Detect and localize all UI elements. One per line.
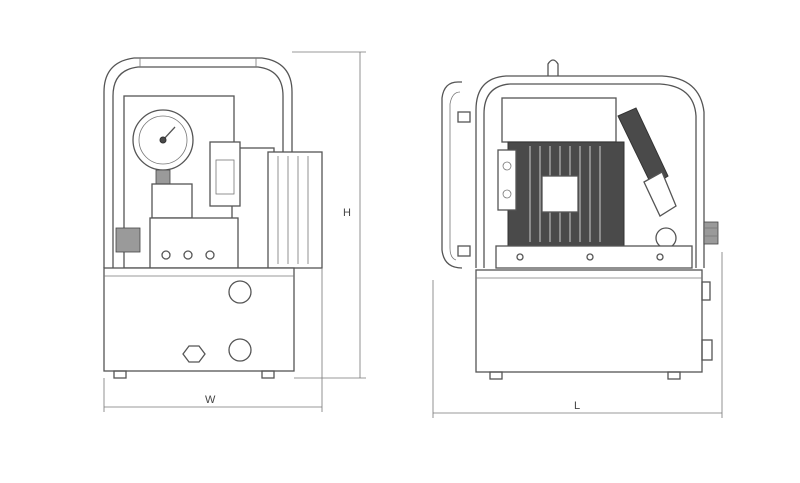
length-label: L — [574, 400, 580, 412]
front-handle-inner — [112, 66, 284, 268]
dimension-width: W — [103, 268, 323, 412]
side-base-plate — [495, 245, 693, 269]
side-valve — [643, 171, 677, 217]
sight-glass — [701, 281, 711, 301]
front-view: W H — [103, 51, 366, 412]
foot — [261, 370, 275, 379]
side-handle-outer — [475, 75, 705, 268]
width-label: W — [205, 394, 216, 406]
motor-terminal-box — [541, 175, 579, 213]
side-solenoid — [617, 107, 669, 187]
motor-end-cap — [497, 149, 517, 211]
side-tank — [475, 269, 703, 373]
side-view: L — [432, 59, 723, 418]
tank-port-icon — [228, 338, 252, 362]
foot — [667, 371, 681, 380]
front-solenoid — [209, 141, 241, 207]
front-side-panel — [267, 151, 323, 269]
dimension-height: H — [292, 51, 366, 379]
front-valve-block — [151, 183, 193, 219]
height-label: H — [343, 207, 351, 219]
side-drain — [701, 339, 713, 361]
side-handle-inner — [483, 83, 697, 268]
front-fitting — [115, 227, 141, 253]
foot — [489, 371, 503, 380]
drain-plug-icon — [182, 345, 206, 363]
side-coupler-icon — [655, 227, 677, 249]
dimension-length: L — [432, 252, 723, 418]
lift-ring-icon — [547, 59, 559, 76]
side-grip — [441, 81, 463, 269]
front-handle-outer — [103, 57, 293, 268]
motor-cap — [501, 97, 617, 143]
side-valve-knob — [703, 221, 719, 245]
tank-port-icon — [228, 280, 252, 304]
front-tank — [103, 267, 295, 372]
front-manifold — [149, 217, 239, 269]
foot — [113, 370, 127, 379]
